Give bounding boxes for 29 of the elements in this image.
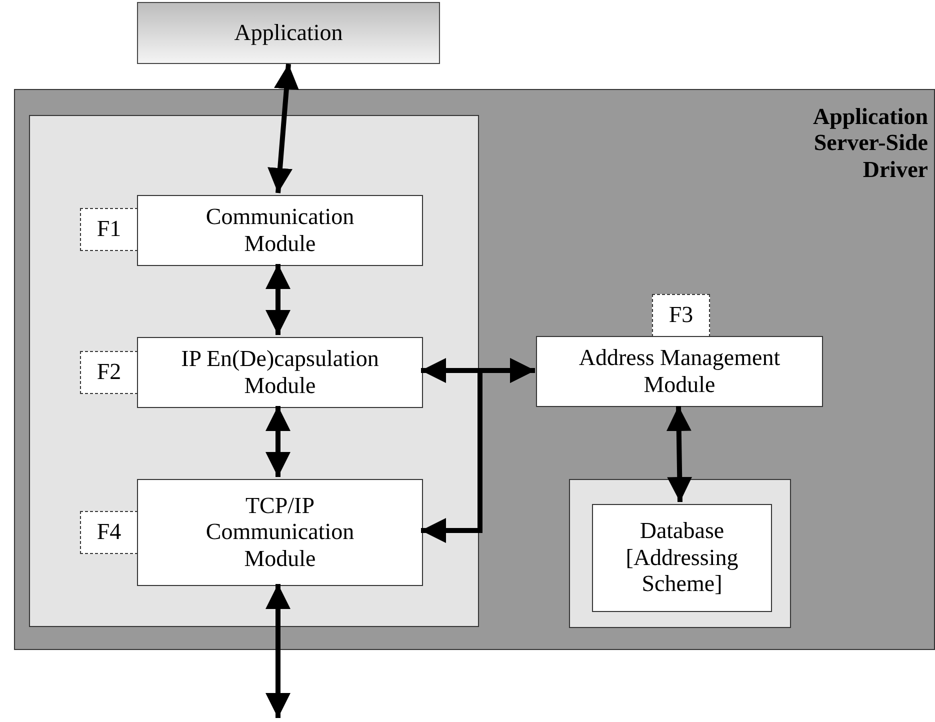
panel-heading: Application Server-Side Driver [812,104,928,184]
double-arrow [266,264,290,335]
function-tag [80,351,138,394]
box-label: Application [234,20,343,46]
tag-label: F1 [96,216,122,243]
double-arrow [666,406,692,502]
database-box [592,504,772,612]
function-tag [652,294,710,337]
box-label: IP En(De)capsulation Module [180,346,380,399]
function-tag [80,208,138,251]
tag-label: F2 [96,359,122,386]
double-arrow [266,584,290,718]
application-box [137,2,440,64]
tag-label: F3 [668,302,694,329]
double-arrow [266,406,290,477]
module-box [536,336,823,407]
box-label: Address Management Module [578,345,782,398]
box-label: Communication Module [204,204,356,257]
box-label: Database [Addressing Scheme] [624,518,740,598]
double-arrow [268,64,299,194]
driver-panel [14,89,935,650]
module-box [137,337,423,408]
module-panel [29,115,479,627]
tag-label: F4 [96,519,122,546]
box-label: TCP/IP Communication Module [204,492,356,572]
module-box [137,479,423,586]
function-tag [80,511,138,554]
database-panel [569,479,791,628]
module-box [137,195,423,266]
